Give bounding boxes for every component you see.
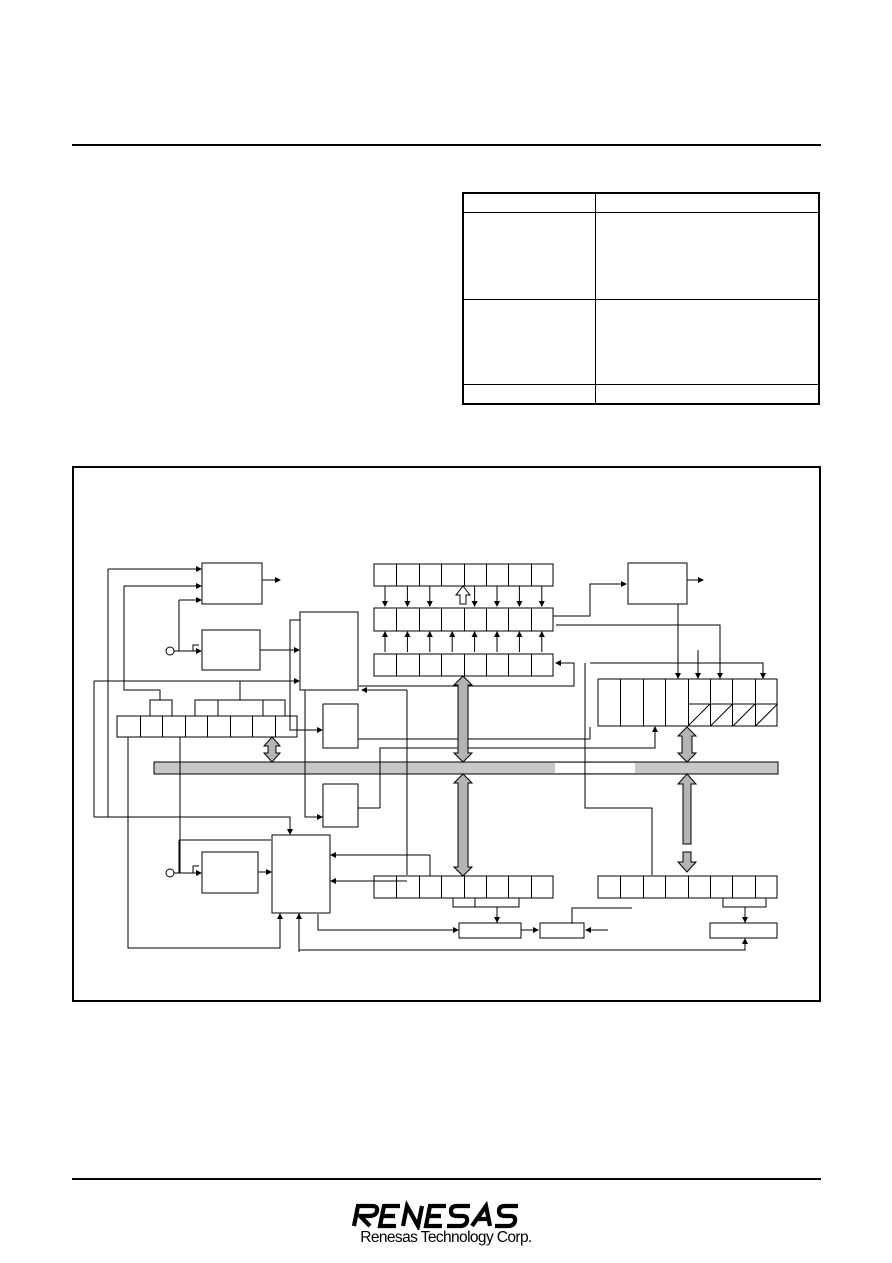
- header-rule: [72, 144, 821, 146]
- register-top-2: [373, 607, 554, 632]
- wire: [304, 730, 323, 820]
- table-header-row-divider: [464, 212, 818, 213]
- wire: [298, 913, 748, 951]
- register-diagonal: [755, 703, 778, 727]
- register-diagonal: [710, 703, 733, 727]
- register-diagonal: [732, 703, 756, 727]
- wire: [127, 737, 283, 949]
- register-left-field: [194, 699, 286, 717]
- footer-rule: [72, 1178, 821, 1180]
- up-arrow: [454, 585, 472, 605]
- block-small-upper: [322, 703, 359, 749]
- block-diagram-frame: [72, 466, 821, 1002]
- bus-arrow: [452, 675, 474, 763]
- wire: [590, 662, 766, 679]
- wire: [584, 663, 653, 875]
- wire: [553, 581, 627, 617]
- bus-arrow-partial: [676, 851, 698, 873]
- bus-arrow: [262, 736, 282, 763]
- wire: [379, 726, 658, 808]
- block-bottom-center: [458, 922, 522, 939]
- block-clock-lower: [201, 851, 259, 894]
- block-clock-upper: [201, 629, 261, 671]
- table-column-divider: [595, 194, 596, 403]
- internal-data-bus: [153, 761, 779, 775]
- register-bottom-center: [373, 875, 554, 899]
- info-table: [462, 192, 820, 405]
- wire: [93, 681, 293, 835]
- wire: [192, 865, 199, 873]
- wire: [358, 727, 591, 740]
- wire: [289, 619, 323, 733]
- register-bottom-right: [597, 875, 778, 899]
- wire: [556, 624, 723, 679]
- connection-lines: [93, 566, 767, 952]
- bus-arrow: [676, 726, 698, 763]
- register-right-upper: [597, 678, 778, 727]
- bus-arrows: [262, 585, 698, 877]
- block-top-right: [627, 562, 688, 605]
- renesas-wordmark: [351, 1200, 518, 1230]
- terminal-lower: [165, 868, 175, 878]
- block-top-left-upper: [201, 562, 263, 605]
- wire: [722, 898, 767, 908]
- block-small-lower: [322, 783, 359, 828]
- block-control-lower: [271, 834, 331, 914]
- wire: [317, 914, 459, 933]
- register-diagonal: [687, 703, 711, 727]
- wire: [123, 586, 161, 700]
- wire: [174, 840, 180, 874]
- register-left-tab: [149, 699, 173, 717]
- register-top-1: [373, 563, 554, 587]
- block-control-upper: [299, 611, 359, 691]
- block-bottom-small: [539, 922, 585, 939]
- block-bottom-right: [709, 922, 778, 939]
- register-top-3: [373, 653, 554, 677]
- table-row-divider: [464, 299, 818, 300]
- bus-arrow-partial: [676, 773, 698, 845]
- company-logo: Renesas Technology Corp.: [348, 1200, 544, 1252]
- register-cell-dividers: [140, 564, 778, 898]
- wire: [571, 907, 632, 923]
- bus-arrow: [452, 773, 474, 877]
- wire: [192, 644, 199, 651]
- wire: [452, 898, 520, 908]
- table-row-divider: [464, 384, 818, 385]
- company-name: Renesas Technology Corp.: [360, 1229, 532, 1246]
- terminal-upper: [165, 646, 175, 656]
- wire: [174, 600, 180, 652]
